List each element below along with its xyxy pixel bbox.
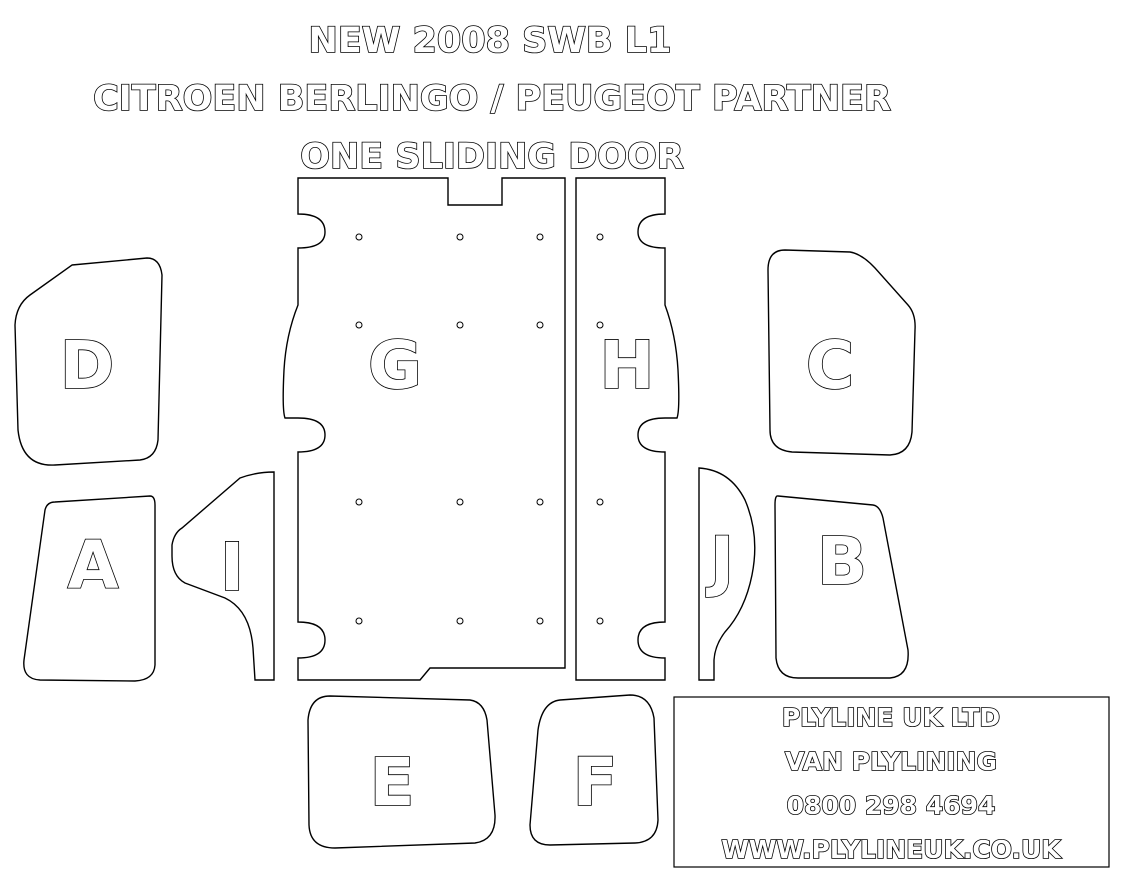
fixing-hole	[536, 321, 544, 329]
fixing-hole	[536, 233, 544, 241]
panel-f-shape	[529, 694, 659, 846]
panel-h-label: H	[599, 327, 654, 404]
fixing-hole	[536, 617, 544, 625]
fixing-hole	[355, 233, 363, 241]
fixing-hole	[355, 321, 363, 329]
panel-f-label: F	[572, 744, 617, 821]
company-phone: 0800 298 4694	[787, 791, 996, 820]
fixing-hole	[596, 617, 604, 625]
fixing-hole	[355, 617, 363, 625]
fixing-hole	[355, 498, 363, 506]
panel-e-shape	[307, 695, 496, 849]
title-line-1: NEW 2008 SWB L1	[309, 21, 672, 61]
panel-d-label: D	[60, 327, 115, 404]
panel-e-label: E	[369, 744, 414, 821]
company-name: PLYLINE UK LTD	[782, 703, 1000, 732]
panel-g-label: G	[368, 327, 422, 404]
fixing-hole	[536, 498, 544, 506]
panel-j-shape	[698, 467, 756, 681]
panel-b-label: B	[817, 523, 867, 600]
panel-b-shape	[774, 495, 909, 679]
panel-a-label: A	[67, 527, 118, 604]
title-line-3: ONE SLIDING DOOR	[300, 137, 684, 177]
panel-d-shape	[14, 257, 163, 466]
company-info-box	[673, 696, 1110, 868]
fixing-hole	[456, 498, 464, 506]
panel-j-label: J	[706, 523, 735, 600]
company-website-link[interactable]: WWW.PLYLINEUK.CO.UK	[721, 834, 1063, 865]
company-service: VAN PLYLINING	[785, 747, 997, 776]
panel-h-shape	[575, 177, 680, 681]
panel-a-shape	[23, 495, 156, 682]
fixing-hole	[456, 321, 464, 329]
panel-c-shape	[767, 249, 916, 456]
fixing-hole	[596, 233, 604, 241]
fixing-hole	[456, 617, 464, 625]
panel-g-shape	[282, 177, 566, 681]
panel-i-label: I	[220, 529, 245, 606]
panel-c-label: C	[806, 327, 854, 404]
fixing-hole	[596, 321, 604, 329]
fixing-hole	[456, 233, 464, 241]
panel-i-shape	[171, 471, 275, 681]
fixing-hole	[596, 498, 604, 506]
title-line-2: CITROEN BERLINGO / PEUGEOT PARTNER	[93, 79, 891, 119]
